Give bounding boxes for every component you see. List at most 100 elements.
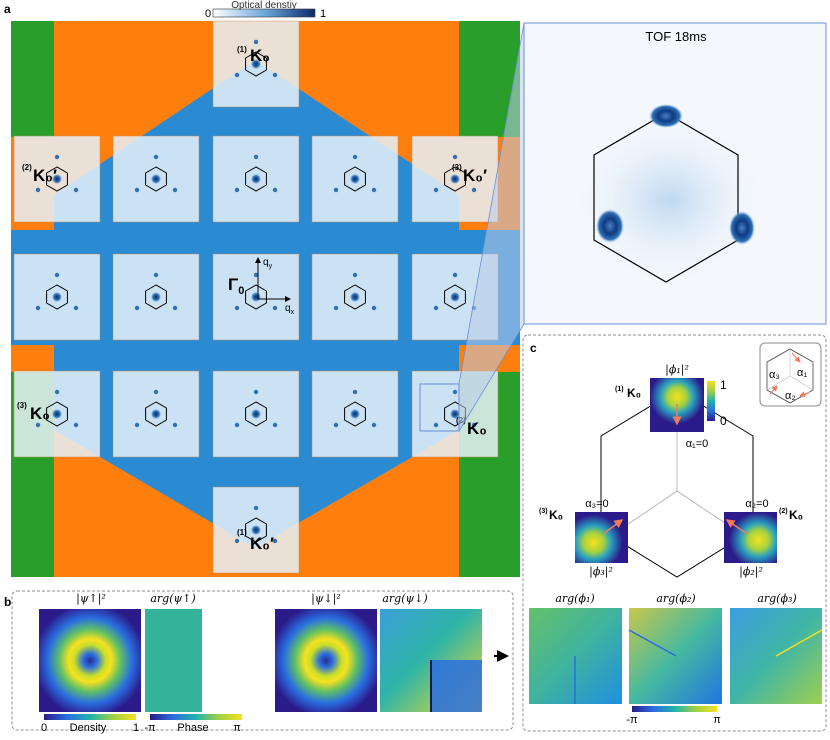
tile-side-peak bbox=[352, 154, 358, 160]
tile-side-peak bbox=[253, 389, 259, 395]
qx-label: qx bbox=[285, 303, 295, 316]
tof-tile-r2-c1 bbox=[13, 253, 101, 341]
tile-hexagon bbox=[245, 401, 267, 427]
tof-tile-r1-c2 bbox=[112, 135, 200, 223]
tile-side-peak bbox=[433, 422, 439, 428]
tile-center-peak bbox=[251, 409, 261, 419]
arg-phi2-cut bbox=[628, 629, 677, 657]
k-left-upper-sup: (2) bbox=[22, 163, 32, 172]
tile-side-peak bbox=[371, 422, 377, 428]
c-phase-colorbar-max: π bbox=[713, 714, 721, 726]
arg-phi3-cut bbox=[775, 629, 823, 657]
tile-side-peak bbox=[134, 187, 140, 193]
tile-hexagon bbox=[245, 517, 267, 543]
b-label-up-phase: arg(ψ↑) bbox=[150, 592, 195, 605]
b-label-down-phase: arg(ψ↓) bbox=[382, 592, 427, 605]
tof-tile-r3-c2 bbox=[112, 370, 200, 458]
alpha-inset-arrow-2 bbox=[799, 391, 811, 397]
od-colorbar-max: 1 bbox=[320, 8, 326, 20]
tile-center-peak bbox=[251, 292, 261, 302]
tile-side-peak bbox=[371, 187, 377, 193]
tile-center-peak bbox=[450, 409, 460, 419]
phi2-k-sup: (2) bbox=[779, 508, 788, 515]
zoom-line-top bbox=[458, 22, 525, 385]
tile-side-peak bbox=[253, 505, 259, 511]
c-phase-colorbar bbox=[632, 706, 717, 712]
tile-center-peak bbox=[251, 174, 261, 184]
tof-tile-r3-c4 bbox=[311, 370, 399, 458]
tile-side-peak bbox=[433, 187, 439, 193]
phi2-density-map bbox=[724, 512, 777, 563]
tile-side-peak bbox=[452, 272, 458, 278]
phi1-k-label: K₀ bbox=[627, 386, 641, 400]
k-left-lower-label: K₀ bbox=[30, 404, 50, 423]
k-left-upper-label: K₀′ bbox=[33, 166, 57, 185]
b-label-down-density: |ψ↓|² bbox=[311, 592, 341, 606]
panel-b-border bbox=[11, 590, 514, 731]
tile-center-peak bbox=[251, 59, 261, 69]
alpha-inset-a2: α₂ bbox=[785, 390, 796, 402]
tile-side-peak bbox=[134, 422, 140, 428]
k-top-sup: (1) bbox=[237, 45, 247, 54]
alpha-inset: α₁ α₂ α₃ bbox=[759, 342, 822, 407]
phase-colorbar-max: π bbox=[233, 722, 241, 734]
tile-center-peak bbox=[450, 292, 460, 302]
tile-side-peak bbox=[471, 187, 477, 193]
k-right-upper-sup: (3) bbox=[452, 163, 462, 172]
tof-tile-r2-c2 bbox=[112, 253, 200, 341]
arg-phi3-label: arg(ϕ₃) bbox=[757, 592, 796, 605]
gamma-label: Γ0 bbox=[228, 275, 244, 297]
tof-tile-r1-c5 bbox=[411, 135, 499, 223]
tile-center-peak bbox=[151, 409, 161, 419]
tile-center-peak bbox=[350, 174, 360, 184]
phi2-arrow bbox=[725, 519, 748, 535]
od-colorbar-gradient bbox=[212, 8, 316, 18]
tile-center-peak bbox=[151, 292, 161, 302]
phase-colorbar bbox=[150, 714, 242, 720]
tile-hexagon bbox=[46, 166, 68, 192]
tile-hexagon bbox=[245, 166, 267, 192]
tile-side-peak bbox=[253, 39, 259, 45]
k-top-label: K₀ bbox=[250, 46, 270, 65]
panel-c-border bbox=[522, 334, 827, 732]
b-label-up-density: |ψ↑|² bbox=[76, 592, 106, 606]
tile-side-peak bbox=[272, 538, 278, 544]
tof-peak-top bbox=[649, 104, 683, 128]
tile-side-peak bbox=[73, 187, 79, 193]
tile-side-peak bbox=[54, 154, 60, 160]
tof-tile-grid bbox=[13, 20, 499, 574]
tile-side-peak bbox=[153, 389, 159, 395]
tile-side-peak bbox=[272, 72, 278, 78]
tof-tile-r1-c4 bbox=[311, 135, 399, 223]
alpha-inset-spoke-left bbox=[766, 375, 791, 391]
od-colorbar: 0 1 Optical denstiy bbox=[205, 0, 326, 20]
density-colorbar-min: 0 bbox=[41, 722, 47, 734]
tile-side-peak bbox=[54, 389, 60, 395]
phase-colorbar-min: -π bbox=[144, 722, 156, 734]
tof-zoom-title: TOF 18ms bbox=[645, 29, 707, 44]
tof-tile-r2-c3 bbox=[212, 253, 300, 341]
tof-zoom-panel: TOF 18ms bbox=[523, 22, 827, 325]
tile-side-peak bbox=[371, 305, 377, 311]
tof-cloud bbox=[560, 105, 780, 295]
phi1-mod-label: |ϕ₁|² bbox=[665, 363, 689, 377]
k-bottom-sup: (1) bbox=[237, 528, 247, 537]
phi1-alpha: α₁=0 bbox=[686, 438, 709, 450]
phi3-arrow bbox=[602, 519, 624, 535]
tof-tile-top bbox=[212, 20, 300, 108]
k-labels: (1) K₀ (2) K₀′ (3) K₀′ (3) K₀ (2) K₀ (1)… bbox=[17, 45, 487, 553]
tile-hexagon bbox=[444, 284, 466, 310]
zoom-source-box bbox=[419, 383, 460, 432]
tile-hexagon bbox=[145, 401, 167, 427]
tile-side-peak bbox=[272, 305, 278, 311]
arg-phi1-label: arg(ϕ₁) bbox=[555, 592, 594, 605]
tile-side-peak bbox=[134, 305, 140, 311]
tile-hexagon bbox=[444, 166, 466, 192]
tile-side-peak bbox=[234, 305, 240, 311]
up-phase-map-fill bbox=[145, 609, 202, 712]
phi2-k-label: K₀ bbox=[789, 508, 803, 522]
k-left-lower-sup: (3) bbox=[17, 401, 27, 410]
alpha-inset-arrow-1 bbox=[791, 352, 801, 363]
tile-side-peak bbox=[333, 422, 339, 428]
arg-phi2-label: arg(ϕ₂) bbox=[656, 592, 695, 605]
